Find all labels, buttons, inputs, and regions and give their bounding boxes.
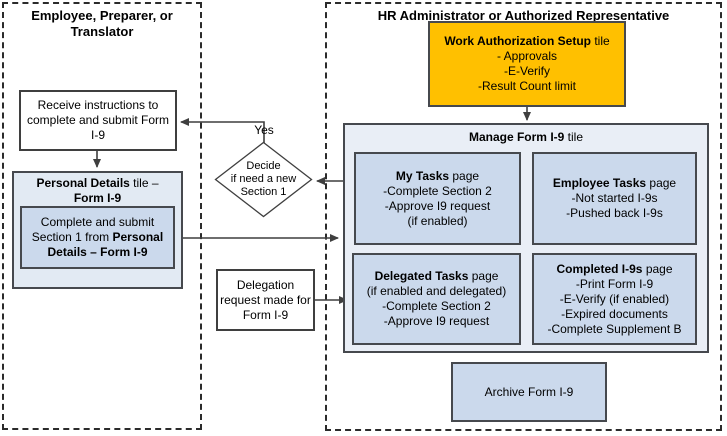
delegation-request-box: Delegation request made for Form I-9	[216, 269, 315, 331]
work-auth-item: -Result Count limit	[477, 79, 577, 93]
work-auth-title: Work Authorization Setup tile	[444, 34, 610, 48]
lane-employee-preparer-translator: Employee, Preparer, or Translator	[2, 2, 202, 430]
yes-label: Yes	[254, 123, 274, 137]
my-tasks-item: -Complete Section 2	[383, 183, 492, 198]
completed-i9s-title: Completed I-9s page	[556, 261, 673, 276]
personal-details-title-line1: Personal Details tile –	[36, 176, 159, 190]
diamond-shape-icon	[214, 141, 313, 218]
delegated-tasks-item: -Approve I9 request	[383, 314, 490, 328]
work-auth-item: -E-Verify	[503, 64, 550, 78]
completed-i9s-item: -E-Verify (if enabled)	[559, 291, 670, 306]
decision-text: Decide if need a new Section 1	[230, 160, 297, 198]
completed-i9s-item: -Complete Supplement B	[547, 321, 682, 336]
my-tasks-box: My Tasks page -Complete Section 2 -Appro…	[354, 152, 521, 245]
decision-diamond: Decide if need a new Section 1	[214, 141, 313, 218]
completed-i9s-box: Completed I-9s page -Print Form I-9 -E-V…	[532, 253, 697, 345]
work-auth-item: - Approvals	[496, 49, 558, 63]
personal-details-title: Personal Details tile – Form I-9	[14, 173, 181, 206]
employee-tasks-item: -Not started I-9s	[571, 191, 658, 205]
lane-title-left: Employee, Preparer, or Translator	[31, 8, 173, 39]
completed-i9s-item: -Print Form I-9	[575, 276, 654, 291]
delegated-tasks-item: -Complete Section 2	[382, 299, 491, 313]
manage-form-i9-tile: Manage Form I-9 tile My Tasks page -Comp…	[343, 123, 709, 353]
archive-form-i9-text: Archive Form I-9	[484, 384, 574, 399]
delegated-tasks-box: Delegated Tasks page (if enabled and del…	[352, 253, 521, 345]
employee-tasks-box: Employee Tasks page -Not started I-9s -P…	[532, 152, 697, 245]
personal-details-tile: Personal Details tile – Form I-9 Complet…	[12, 171, 183, 289]
my-tasks-title: My Tasks page	[395, 168, 480, 183]
work-authorization-setup-tile: Work Authorization Setup tile - Approval…	[428, 21, 626, 107]
archive-form-i9-box: Archive Form I-9	[451, 362, 607, 422]
personal-details-title-line2: Form I-9	[73, 191, 122, 205]
complete-section1-box: Complete and submit Section 1 from Perso…	[20, 206, 175, 269]
delegated-tasks-title: Delegated Tasks page	[374, 269, 499, 283]
complete-section1-text: Complete and submit Section 1 from Perso…	[31, 215, 164, 259]
receive-instructions-box: Receive instructions to complete and sub…	[19, 90, 177, 151]
lane-title-right: HR Administrator or Authorized Represent…	[377, 8, 670, 23]
my-tasks-item: (if enabled)	[407, 213, 468, 228]
my-tasks-item: -Approve I9 request	[384, 198, 491, 213]
delegation-request-text: Delegation request made for Form I-9	[220, 277, 311, 322]
manage-tile-title: Manage Form I-9 tile	[468, 130, 584, 144]
lane-hr-administrator: HR Administrator or Authorized Represent…	[325, 2, 722, 431]
employee-tasks-title: Employee Tasks page	[552, 176, 677, 190]
completed-i9s-item: -Expired documents	[561, 306, 668, 321]
receive-instructions-text: Receive instructions to complete and sub…	[26, 98, 170, 142]
employee-tasks-item: -Pushed back I-9s	[566, 206, 663, 220]
delegated-tasks-item: (if enabled and delegated)	[366, 284, 507, 298]
